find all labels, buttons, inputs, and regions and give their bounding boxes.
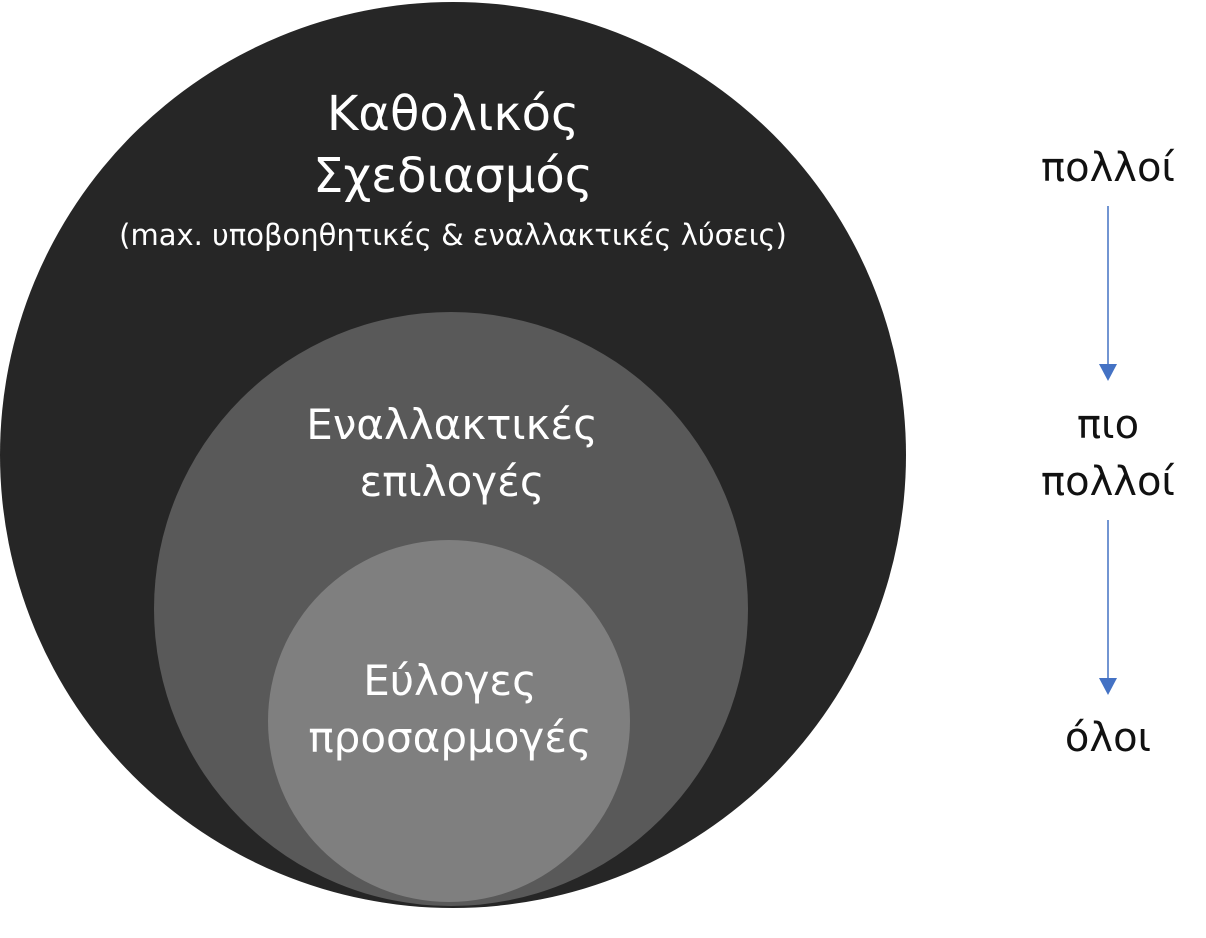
inner-circle-title: Εύλογες προσαρμογές <box>150 660 750 759</box>
middle-title-line2: επιλογές <box>359 457 545 506</box>
arrow-down-icon <box>1099 206 1117 381</box>
outer-circle-title: Καθολικός Σχεδιασμός <box>153 90 753 200</box>
middle-circle-title: Εναλλακτικές επιλογές <box>152 404 752 503</box>
scale-top-label: πολλοί <box>1041 145 1175 191</box>
scale-bottom-label: όλοι <box>1064 715 1152 761</box>
outer-title-line2: Σχεδιασμός <box>313 148 593 204</box>
inner-title-line1: Εύλογες <box>363 656 537 705</box>
scale-middle-line1: πιο <box>1076 402 1140 448</box>
outer-title-line1: Καθολικός <box>326 86 580 142</box>
inner-circle <box>268 540 630 902</box>
scale-middle-label: πιο πολλοί <box>1008 405 1206 502</box>
scale-middle-line2: πολλοί <box>1041 459 1175 505</box>
arrow-down-icon <box>1099 520 1117 695</box>
outer-circle-subtitle: (max. υποβοηθητικές & εναλλακτικές λύσει… <box>119 218 787 252</box>
middle-title-line1: Εναλλακτικές <box>306 400 598 449</box>
inner-title-line2: προσαρμογές <box>308 713 592 762</box>
